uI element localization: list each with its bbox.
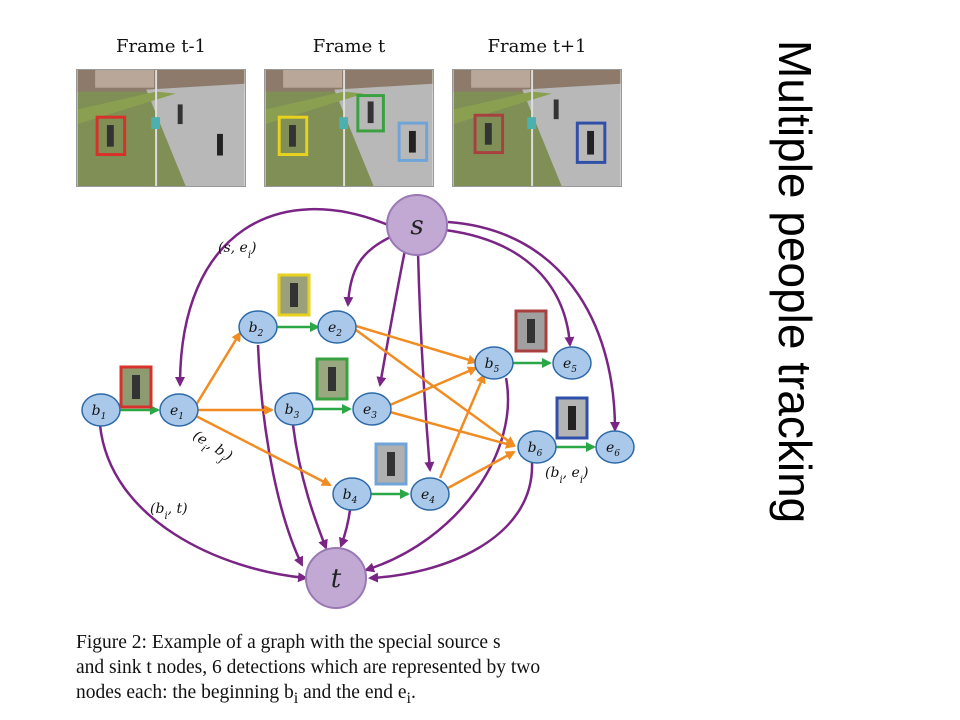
frame-label-prev: Frame t-1 xyxy=(115,36,207,57)
node-b1: b1 xyxy=(81,393,121,427)
node-label-b5: b5 xyxy=(485,356,500,375)
edge-s-e1 xyxy=(175,207,389,387)
figure-caption: Figure 2: Example of a graph with the sp… xyxy=(76,630,641,711)
node-e4: e4 xyxy=(410,477,450,511)
edge-e3-b6 xyxy=(389,410,516,449)
detection-edges xyxy=(120,322,596,499)
edge-s-e3 xyxy=(376,249,407,387)
node-b6: b6 xyxy=(517,430,557,464)
slide-title: Multiple people tracking xyxy=(769,40,821,524)
edge-s-e2 xyxy=(343,233,396,307)
edge-label-source: (s, ei) xyxy=(218,240,257,261)
frame-image-current xyxy=(264,69,434,187)
edge-label-detection: (bi, ei) xyxy=(545,465,589,486)
edge-b5-t xyxy=(364,377,510,573)
caption-line-3: nodes each: the beginning bi and the end… xyxy=(76,682,416,707)
edge-s-e5 xyxy=(444,228,575,347)
edge-s-e6 xyxy=(447,220,620,432)
node-e5: e5 xyxy=(552,346,592,380)
edge-b6-t xyxy=(368,461,534,583)
source-edges xyxy=(175,207,620,472)
node-e3: e3 xyxy=(352,392,392,426)
edge-e4-b5 xyxy=(438,373,486,479)
node-label-b2: b2 xyxy=(249,320,264,339)
edge-e4-b6 xyxy=(447,450,516,490)
edge-s-e4 xyxy=(416,251,435,472)
node-label-e1: e1 xyxy=(170,403,184,422)
thumb-e2 xyxy=(277,273,311,317)
frame-label-current: Frame t xyxy=(312,36,386,57)
node-label-e4: e4 xyxy=(421,487,435,506)
node-e1: e1 xyxy=(159,393,199,427)
thumb-e5 xyxy=(514,309,548,353)
edge-e1-b2 xyxy=(194,331,242,406)
node-label-e6: e6 xyxy=(606,440,620,459)
node-label-e3: e3 xyxy=(363,402,377,421)
edge-b3-t xyxy=(291,424,328,550)
node-b2: b2 xyxy=(238,310,278,344)
caption-line-2: and sink t nodes, 6 detections which are… xyxy=(76,657,541,678)
edge-b4-t xyxy=(339,509,352,548)
detection-nodes: b1 e1 b2 e2 b3 e3 b4 e4 b5 e5 b6 e6 xyxy=(81,310,635,511)
node-e6: e6 xyxy=(595,430,635,464)
node-label-e5: e5 xyxy=(563,356,577,375)
edge-e2-b6 xyxy=(355,328,516,447)
node-b3: b3 xyxy=(274,392,314,426)
edge-b1-t xyxy=(98,424,308,583)
source-node: s xyxy=(386,194,448,256)
node-e2: e2 xyxy=(317,310,357,344)
sink-node: t xyxy=(305,547,367,609)
node-b5: b5 xyxy=(474,346,514,380)
detection-thumbnails xyxy=(119,273,589,486)
node-label-e2: e2 xyxy=(328,320,342,339)
caption-line-1: Figure 2: Example of a graph with the sp… xyxy=(76,632,501,653)
node-b4: b4 xyxy=(332,477,372,511)
edge-e3-b5 xyxy=(389,366,478,407)
node-label-b3: b3 xyxy=(285,402,300,421)
edge-e2-b5 xyxy=(355,324,478,365)
edge-label-sink: (bi, t) xyxy=(150,501,188,522)
frame-image-prev xyxy=(76,69,246,187)
sink-edges xyxy=(98,344,534,583)
frame-label-next: Frame t+1 xyxy=(487,36,587,57)
node-label-b4: b4 xyxy=(343,487,358,506)
transition-edges xyxy=(194,324,516,490)
thumb-e1 xyxy=(119,365,153,409)
thumb-e6 xyxy=(555,396,589,440)
node-label-b6: b6 xyxy=(528,440,543,459)
sink-node-label: t xyxy=(331,564,342,594)
frame-image-next xyxy=(452,69,622,187)
edge-b2-t xyxy=(256,344,304,567)
node-label-b1: b1 xyxy=(92,403,107,422)
thumb-e3 xyxy=(315,357,349,401)
thumb-e4 xyxy=(374,442,408,486)
edge-e1-b4 xyxy=(195,414,332,487)
source-node-label: s xyxy=(410,211,423,241)
